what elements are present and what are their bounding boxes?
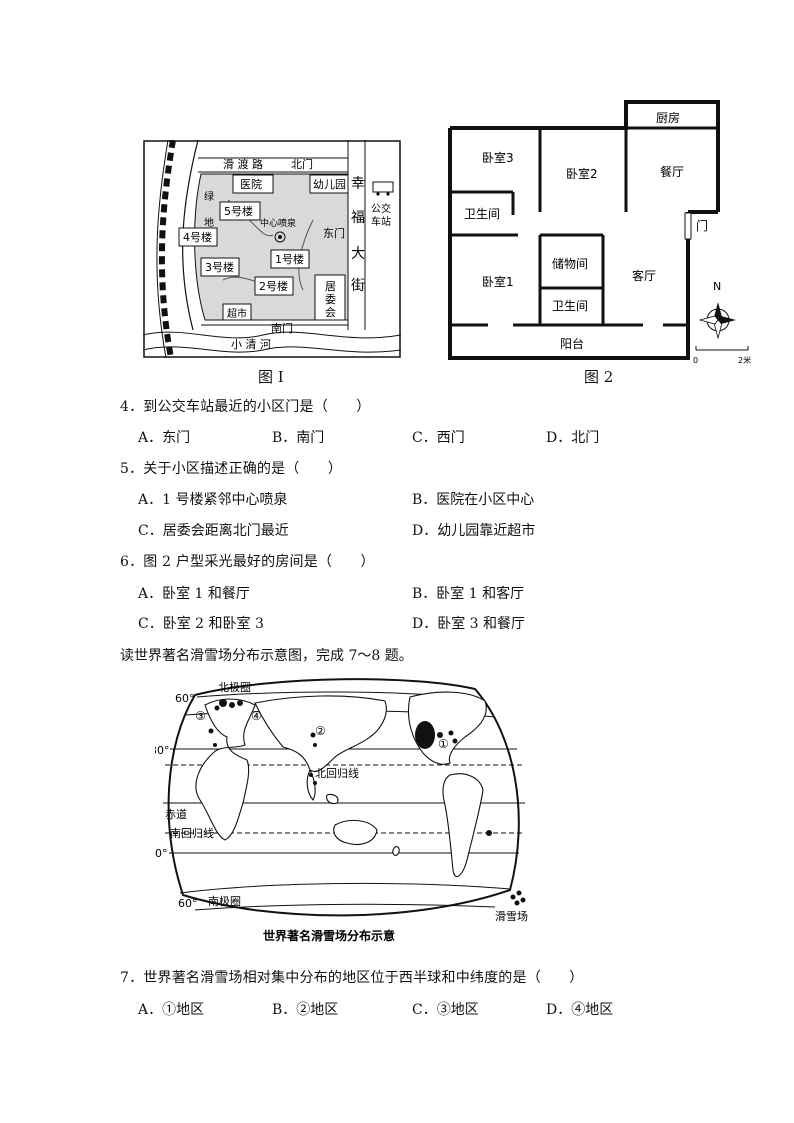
q4-option-a[interactable]: A．东门 <box>138 430 191 446</box>
tropic-cancer-label: 北回归线 <box>315 766 359 780</box>
question-6-stem: 6．图 2 户型采光最好的房间是（ ） <box>120 554 375 570</box>
bedroom-3-label: 卧室3 <box>482 150 514 165</box>
marker-4: ④ <box>251 709 262 723</box>
hospital-label: 医院 <box>240 177 262 191</box>
q5-option-a[interactable]: A．1 号楼紧邻中心喷泉 <box>138 492 288 508</box>
street-char-4: 街 <box>351 278 365 294</box>
lat-0-label: 0° <box>155 796 156 809</box>
figure-2-floor-plan: 厨房 卧室3 卧室2 餐厅 卫生间 卧室1 储物间 客厅 卫生间 门 阳台 N … <box>448 100 773 365</box>
storage-room-label: 储物间 <box>552 256 588 271</box>
world-map-svg: 60° 北极圈 ③ ④ ② ① 30° 北回归线 0° 赤道 南回归线 30° … <box>143 678 528 943</box>
scale-zero-label: 0 <box>693 356 698 365</box>
river-label: 小 清 河 <box>231 338 271 351</box>
q4-option-c[interactable]: C．西门 <box>412 430 465 446</box>
q4-option-b[interactable]: B．南门 <box>272 430 325 446</box>
tropic-capricorn-label: 南回归线 <box>170 826 214 840</box>
north-label: N <box>713 280 721 293</box>
kindergarten-label: 幼儿园 <box>313 178 346 191</box>
supermarket-label: 超市 <box>227 307 247 320</box>
map-title: 世界著名滑雪场分布示意 <box>263 928 395 943</box>
street-char-3: 大 <box>351 246 365 262</box>
marker-2: ② <box>315 724 326 738</box>
q7-option-c[interactable]: C．③地区 <box>412 1002 479 1018</box>
kitchen-label: 厨房 <box>656 110 680 125</box>
q7-option-b[interactable]: B．②地区 <box>272 1002 339 1018</box>
bus-stop-label-2: 车站 <box>371 215 391 228</box>
street-char-1: 幸 <box>351 176 365 192</box>
lat-30s-label: 30° <box>155 847 168 860</box>
equator-label: 赤道 <box>165 807 187 821</box>
world-ski-resort-map: 60° 北极圈 ③ ④ ② ① 30° 北回归线 0° 赤道 南回归线 30° … <box>143 675 535 950</box>
committee-char-3: 会 <box>325 306 336 319</box>
q6-option-b[interactable]: B．卧室 1 和客厅 <box>412 586 525 602</box>
committee-char-2: 委 <box>325 293 336 306</box>
dining-room-label: 餐厅 <box>660 164 684 179</box>
marker-1: ① <box>438 737 449 751</box>
community-map-svg: 滑 渡 路 北门 医院 幼儿园 绿 地 5号楼 4号楼 3号楼 1号楼 2号楼 … <box>142 139 402 359</box>
building-4-label: 4号楼 <box>183 230 212 244</box>
q7-option-d[interactable]: D．④地区 <box>546 1002 614 1018</box>
compass-icon <box>698 302 736 340</box>
balcony-label: 阳台 <box>560 336 584 351</box>
figure-1-caption: 图 I <box>258 368 284 386</box>
building-2-label: 2号楼 <box>259 279 288 293</box>
question-7-stem: 7．世界著名滑雪场相对集中分布的地区位于西半球和中纬度的是（ ） <box>120 970 584 986</box>
q6-option-c[interactable]: C．卧室 2 和卧室 3 <box>138 616 264 632</box>
committee-char-1: 居 <box>325 280 336 293</box>
legend-ski-resort-label: 滑雪场 <box>495 909 528 923</box>
lat-30n-label: 30° <box>155 744 170 757</box>
question-5-stem: 5．关于小区描述正确的是（ ） <box>120 461 343 477</box>
north-gate-label: 北门 <box>291 157 313 171</box>
living-room-label: 客厅 <box>632 268 656 283</box>
q6-option-a[interactable]: A．卧室 1 和餐厅 <box>138 586 250 602</box>
east-gate-label: 东门 <box>323 226 345 240</box>
marker-3: ③ <box>195 709 206 723</box>
street-char-2: 福 <box>351 210 365 226</box>
green-label-2: 地 <box>204 216 214 229</box>
q5-option-c[interactable]: C．居委会距离北门最近 <box>138 523 289 539</box>
floor-plan-svg: 厨房 卧室3 卧室2 餐厅 卫生间 卧室1 储物间 客厅 卫生间 门 阳台 N … <box>448 100 751 365</box>
building-3-label: 3号楼 <box>205 260 234 274</box>
q6-option-d[interactable]: D．卧室 3 和餐厅 <box>412 616 526 632</box>
bedroom-1-label: 卧室1 <box>482 274 514 289</box>
figure-2-caption: 图 2 <box>584 368 614 386</box>
fountain-label: 中心喷泉 <box>260 217 296 229</box>
question-4-stem: 4．到公交车站最近的小区门是（ ） <box>120 399 371 415</box>
q5-option-d[interactable]: D．幼儿园靠近超市 <box>412 523 536 539</box>
building-5-label: 5号楼 <box>224 204 253 218</box>
arctic-circle-label: 北极圈 <box>218 680 251 694</box>
q4-option-d[interactable]: D．北门 <box>546 430 600 446</box>
q7-option-a[interactable]: A．①地区 <box>138 1002 205 1018</box>
lat-60s-label: 60° <box>178 897 198 910</box>
south-gate-label: 南门 <box>271 321 293 335</box>
building-1-label: 1号楼 <box>275 252 304 266</box>
figure-1-community-map: 滑 渡 路 北门 医院 幼儿园 绿 地 5号楼 4号楼 3号楼 1号楼 2号楼 … <box>142 139 402 359</box>
road-label: 滑 渡 路 <box>223 157 263 171</box>
q5-option-b[interactable]: B．医院在小区中心 <box>412 492 535 508</box>
door-label: 门 <box>696 218 708 233</box>
green-label-1: 绿 <box>204 190 214 203</box>
antarctic-circle-label: 南极圈 <box>208 894 241 908</box>
bedroom-2-label: 卧室2 <box>566 166 598 181</box>
bus-stop-label-1: 公交 <box>371 202 391 215</box>
bathroom-a-label: 卫生间 <box>464 207 500 221</box>
scale-2m-label: 2米 <box>738 355 751 365</box>
lat-60n-label: 60° <box>175 692 195 705</box>
questions-7-8-intro: 读世界著名滑雪场分布示意图，完成 7～8 题。 <box>120 648 413 664</box>
bathroom-b-label: 卫生间 <box>552 299 588 313</box>
